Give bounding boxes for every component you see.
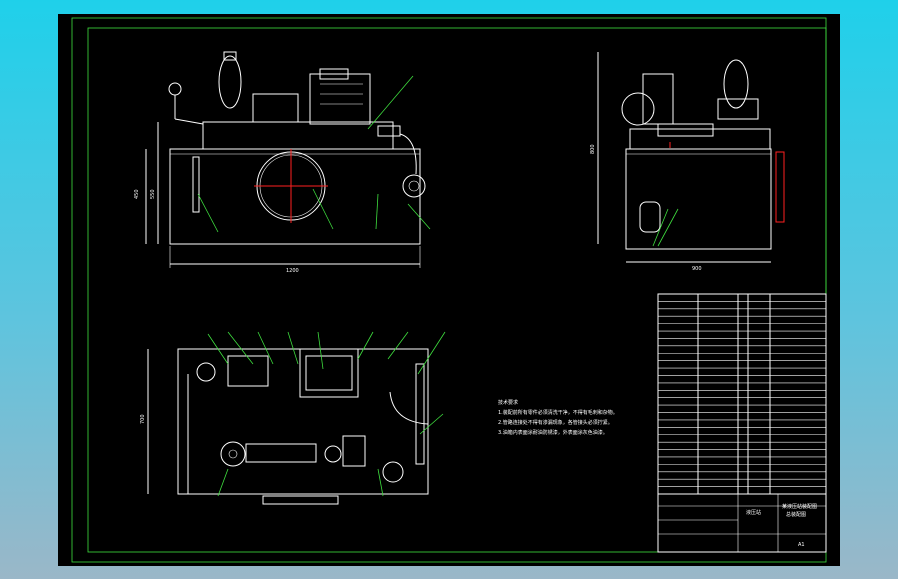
pressure-gauge-front (168, 82, 182, 96)
pump-plan (227, 355, 269, 387)
plan-view[interactable]: 700 (140, 331, 446, 505)
base-rail (262, 495, 339, 505)
inner-border (87, 27, 827, 553)
motor-front (309, 73, 371, 125)
accumulator-side (723, 59, 749, 109)
notes-line-1: 1.装配前所有零件必须清洗干净，不得有毛刺和杂物。 (498, 409, 618, 416)
return-filter (402, 174, 426, 198)
oil-tank-front (169, 148, 421, 245)
outer-border (71, 17, 827, 563)
title-block[interactable]: 液压站 某液压站装配图 总装配图 A1 (657, 493, 827, 553)
front-height-dim-2: 550 (150, 189, 156, 199)
side-width-dim: 900 (692, 266, 702, 272)
notes-heading: 技术要求 (498, 399, 518, 406)
drawing-name: 液压站 (746, 509, 761, 516)
valve-plan (342, 435, 366, 467)
parts-list[interactable] (657, 293, 827, 495)
front-width-dim: 1200 (286, 268, 299, 274)
accumulator-front (218, 55, 242, 109)
side-view[interactable]: 900 800 (590, 52, 785, 272)
cad-viewport[interactable]: 1200 450 550 900 800 (58, 14, 840, 566)
project-line-2: 总装配图 (786, 511, 806, 518)
project-line-1: 某液压站装配图 (782, 503, 817, 510)
front-view[interactable]: 1200 450 550 (134, 51, 431, 274)
motor-plan (299, 348, 359, 398)
notes-line-2: 2.管路连接处不得有渗漏现象，各管接头必须拧紧。 (498, 419, 613, 426)
sheet-size: A1 (798, 542, 805, 548)
motor-side (621, 92, 655, 126)
assembly-drawing[interactable]: 1200 450 550 900 800 (58, 14, 840, 566)
technical-notes: 技术要求 1.装配前所有零件必须清洗干净，不得有毛刺和杂物。 2.管路连接处不得… (498, 399, 618, 436)
pump-front (252, 93, 299, 123)
cleanout-cover (639, 201, 661, 233)
notes-line-3: 3.油箱内表面涂耐油防锈漆，外表面涂灰色油漆。 (498, 429, 608, 436)
oil-tank-plan (177, 348, 429, 495)
level-gauge (192, 156, 200, 213)
cover-plate (202, 121, 394, 150)
side-height-dim: 800 (590, 144, 596, 154)
plan-height-dim: 700 (140, 414, 146, 424)
oil-tank-side (625, 148, 772, 250)
filter-plan (220, 441, 246, 467)
front-height-dim: 450 (134, 189, 140, 199)
